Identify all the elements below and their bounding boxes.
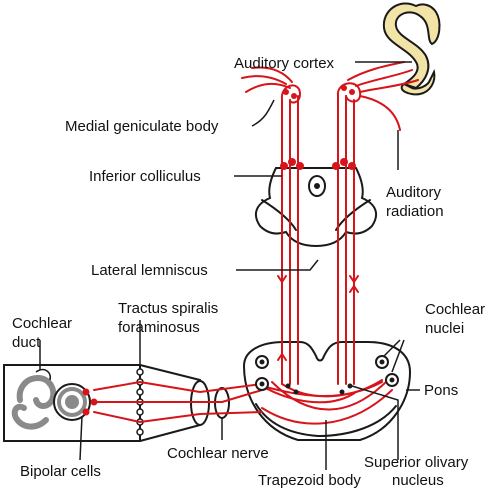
label-cochlear-duct-2: duct: [12, 334, 41, 351]
label-bipolar-cells: Bipolar cells: [20, 463, 101, 480]
label-medial-geniculate-body: Medial geniculate body: [65, 118, 219, 135]
pathway-nuclei-dots: [82, 85, 356, 416]
label-tractus-spiralis-2: foraminosus: [118, 319, 200, 336]
labels: Auditory cortex Medial geniculate body I…: [12, 55, 485, 489]
midbrain-section-shape: [254, 167, 378, 248]
label-cochlear-duct-1: Cochlear: [12, 315, 72, 332]
label-superior-olivary-1: Superior olivary: [364, 454, 469, 471]
cochlea-icon: [11, 368, 91, 430]
label-cochlear-nerve: Cochlear nerve: [167, 445, 269, 462]
label-superior-olivary-2: nucleus: [392, 472, 444, 489]
label-cochlear-nuclei-1: Cochlear: [425, 301, 485, 318]
label-auditory-radiation-1: Auditory: [386, 184, 442, 201]
label-tractus-spiralis-1: Tractus spiralis: [118, 300, 218, 317]
label-trapezoid-body: Trapezoid body: [258, 472, 361, 489]
label-lateral-lemniscus: Lateral lemniscus: [91, 262, 208, 279]
label-auditory-cortex: Auditory cortex: [234, 55, 335, 72]
auditory-cortex-shape: [382, 2, 441, 96]
label-auditory-radiation-2: radiation: [386, 203, 444, 220]
leader-lines: [39, 61, 420, 470]
label-cochlear-nuclei-2: nuclei: [425, 320, 464, 337]
label-pons: Pons: [424, 382, 458, 399]
label-inferior-colliculus: Inferior colliculus: [89, 168, 201, 185]
pons-shape: [242, 341, 412, 441]
cochlear-nuclei-dots: [255, 355, 399, 395]
